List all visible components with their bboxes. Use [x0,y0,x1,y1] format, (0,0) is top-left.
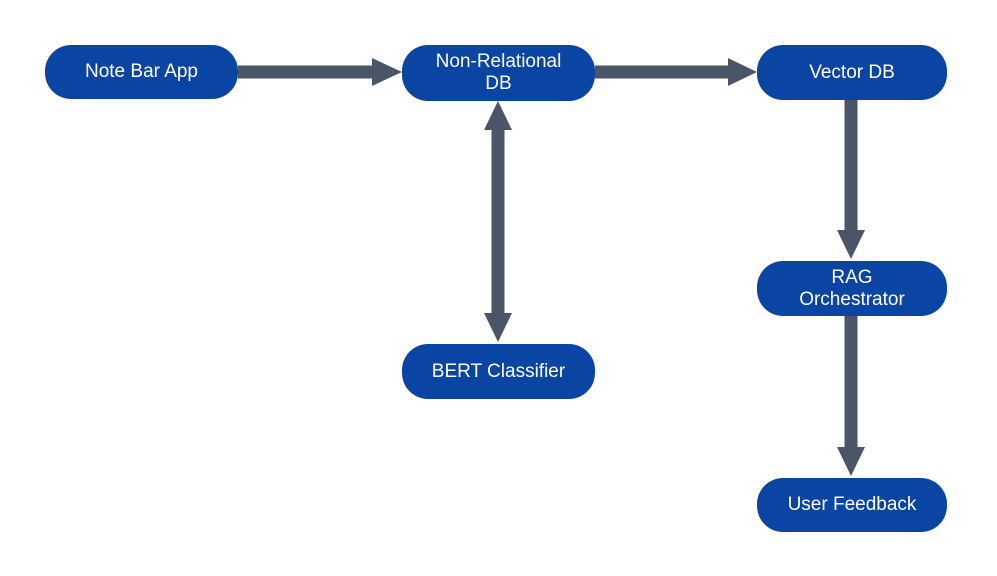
node-non-relational-db[interactable]: Non-Relational DB [402,45,595,101]
connector-non-relational-db-to-vector-db [595,58,757,86]
connector-non-relational-db-to-bert-classifier [484,101,512,342]
node-bert-classifier[interactable]: BERT Classifier [402,344,595,399]
connector-vector-db-to-rag-orchestrator [837,100,865,259]
node-user-feedback[interactable]: User Feedback [757,478,947,532]
node-vector-db[interactable]: Vector DB [757,45,947,100]
node-note-bar-app[interactable]: Note Bar App [45,45,238,99]
node-rag-orchestrator[interactable]: RAG Orchestrator [757,261,947,316]
connector-note-bar-app-to-non-relational-db [238,58,402,86]
connector-rag-orchestrator-to-user-feedback [837,316,865,476]
